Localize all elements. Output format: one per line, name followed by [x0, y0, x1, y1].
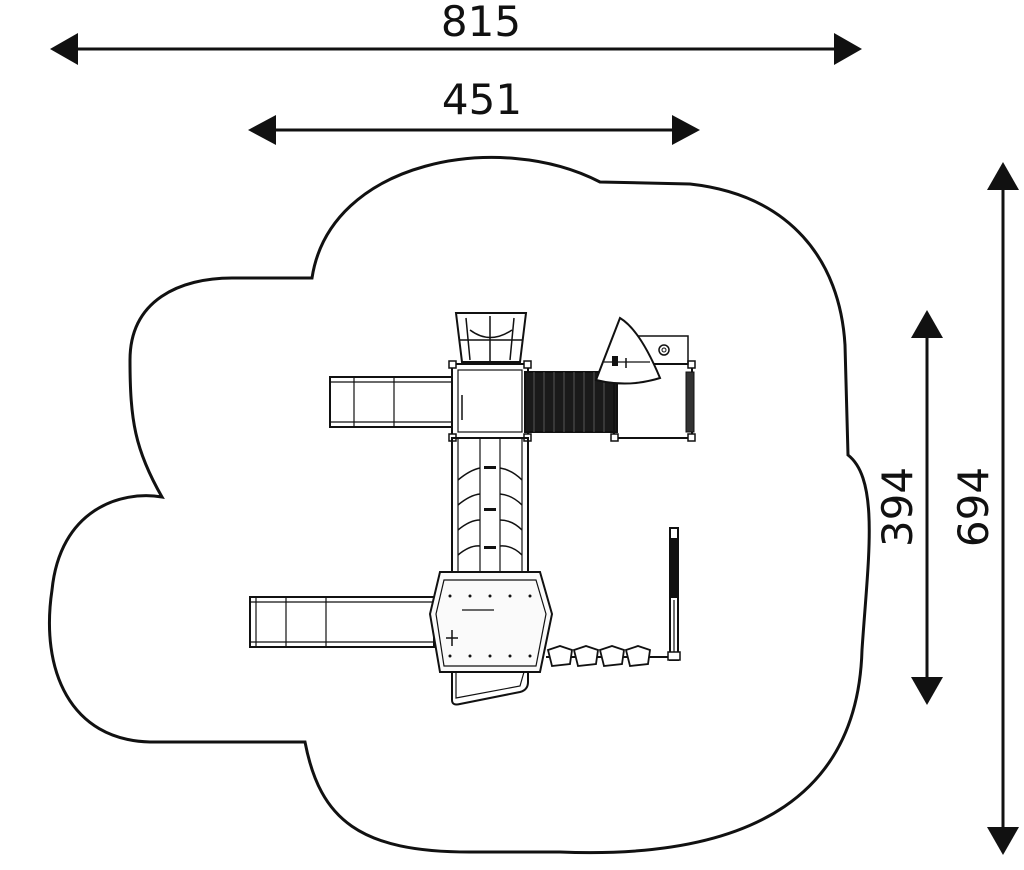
dimension-inner-width: 451 [248, 75, 700, 145]
balance-post [667, 527, 681, 661]
steering-roof [594, 316, 662, 385]
dimension-inner-depth: 394 [873, 310, 943, 705]
arrow-left-icon [50, 33, 78, 65]
climbing-net [454, 312, 528, 363]
dimension-overall-depth: 694 [949, 162, 1019, 855]
upper-slide [329, 376, 453, 428]
arrow-right-icon [834, 33, 862, 65]
overall-depth-label: 694 [949, 467, 998, 547]
lower-slide [249, 596, 435, 648]
inner-width-label: 451 [442, 75, 522, 124]
lower-platform [428, 571, 554, 706]
safety-zone-outline [47, 156, 871, 855]
upper-platform [448, 360, 532, 442]
arrow-up-icon [987, 162, 1019, 190]
arrow-down-icon [987, 827, 1019, 855]
overall-width-label: 815 [441, 0, 521, 46]
arrow-down-icon [911, 677, 943, 705]
arrow-up-icon [911, 310, 943, 338]
arrow-right-icon [672, 115, 700, 145]
climbing-ramp [451, 437, 529, 575]
inner-depth-label: 394 [873, 467, 922, 547]
stepping-pods [546, 645, 676, 667]
dimension-overall-width: 815 [50, 0, 862, 65]
arrow-left-icon [248, 115, 276, 145]
